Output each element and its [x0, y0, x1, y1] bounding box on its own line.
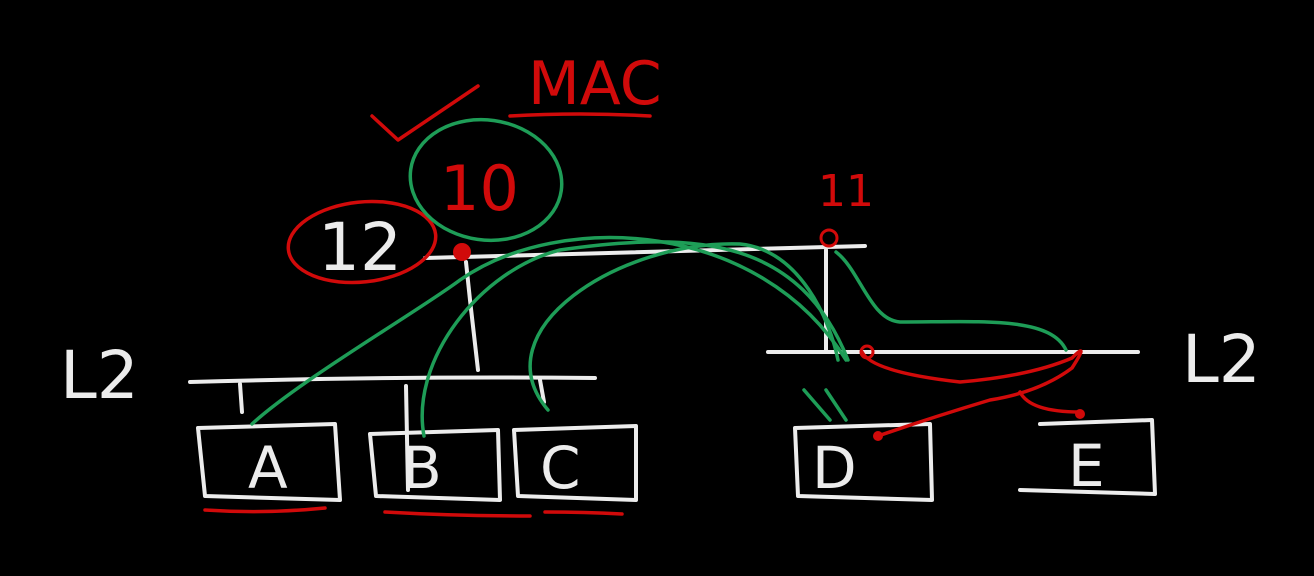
path-a-to-d — [250, 235, 848, 426]
router-uplink-left — [464, 260, 480, 372]
path-b-to-d — [420, 240, 850, 438]
host-c-box — [512, 424, 638, 502]
switch-left-bus — [188, 375, 597, 384]
router-bus-line — [423, 244, 867, 260]
arrow-to-d-right — [824, 388, 848, 422]
host-d: D — [793, 422, 934, 502]
switch-left-drop-a — [238, 382, 244, 414]
switch-left-drop-b — [404, 384, 410, 492]
host-a-box — [196, 422, 342, 502]
port-dot-left — [453, 243, 471, 261]
host-e: E — [1018, 418, 1157, 500]
host-b-box — [368, 428, 502, 502]
host-a: A — [196, 422, 342, 502]
router — [423, 228, 867, 372]
underline-host-b — [383, 510, 532, 518]
host-a-label: A — [248, 434, 288, 502]
frame-dot-e — [1075, 409, 1085, 419]
mac-heading: MAC — [528, 49, 662, 119]
green-annotations — [250, 117, 1068, 438]
port-dot-right — [819, 228, 839, 248]
switch-left-drop-c — [538, 378, 546, 404]
frame-path-e-to-d — [860, 349, 1083, 438]
host-b-label: B — [402, 434, 442, 502]
frame-path-to-e — [1018, 390, 1082, 414]
mac-underline — [508, 112, 652, 118]
switch-left: L2 — [60, 337, 597, 492]
frame-dot-d — [873, 431, 883, 441]
frame-dot-switch — [859, 344, 875, 360]
path-router-to-e — [834, 250, 1068, 352]
host-c: C — [512, 424, 638, 502]
red-annotations: MAC 10 11 12 — [203, 49, 1085, 518]
checkmark-icon — [370, 84, 480, 142]
port-label-11: 11 — [818, 166, 874, 217]
underline-host-a — [203, 506, 327, 514]
host-b: B — [368, 428, 502, 502]
host-d-label: D — [812, 434, 857, 502]
switch-right: L2 — [766, 321, 1261, 398]
host-d-box — [793, 422, 934, 502]
layer-label-right: L2 — [1182, 321, 1261, 398]
port-12-circle — [286, 199, 438, 285]
path-c-to-d — [528, 242, 840, 412]
port-label-10: 10 — [440, 152, 519, 225]
arrow-to-d-left — [802, 388, 832, 422]
port-10-circle — [408, 117, 564, 243]
host-c-label: C — [540, 434, 581, 502]
port-label-12: 12 — [318, 209, 402, 286]
host-e-box — [1018, 418, 1157, 496]
underline-host-c — [543, 510, 624, 516]
layer-label-left: L2 — [60, 337, 139, 414]
host-e-label: E — [1068, 432, 1105, 500]
